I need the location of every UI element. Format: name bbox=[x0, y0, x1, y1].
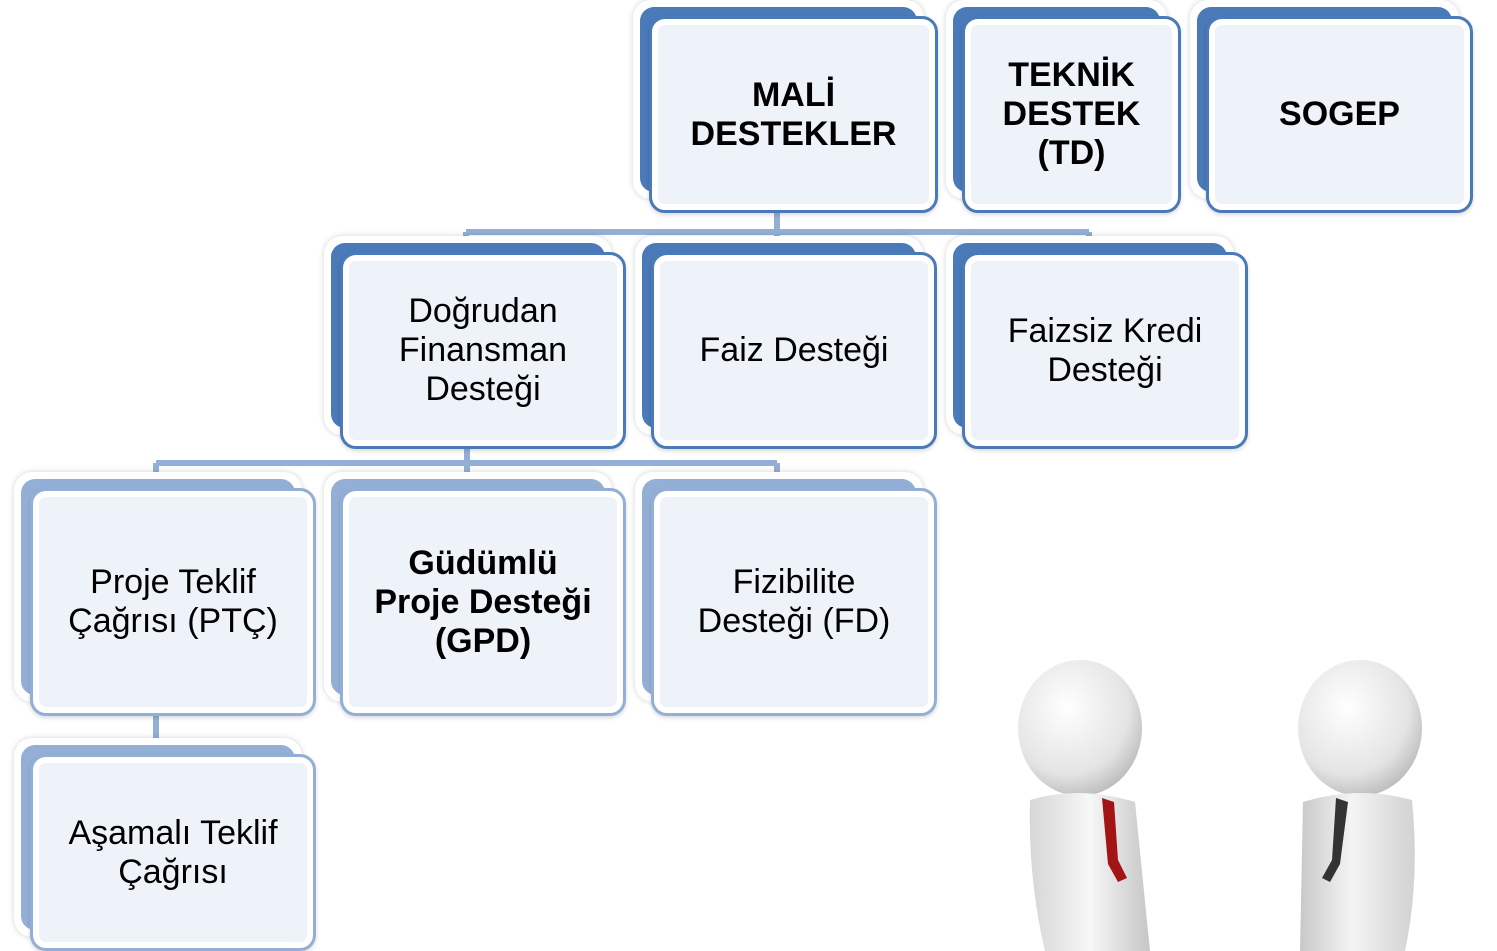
node-faizsiz-kredi: Faizsiz Kredi Desteği bbox=[946, 236, 1248, 449]
node-fizibilite: Fizibilite Desteği (FD) bbox=[635, 472, 937, 716]
node-label: Güdümlü Proje Desteği (GPD) bbox=[374, 543, 592, 660]
node-dogrudan-finansman: Doğrudan Finansman Desteği bbox=[324, 236, 626, 449]
node-teknik-destek: TEKNİK DESTEK (TD) bbox=[946, 0, 1181, 213]
businessman-left bbox=[1018, 660, 1150, 951]
node-label: TEKNİK DESTEK (TD) bbox=[1002, 56, 1141, 172]
node-sogep: SOGEP bbox=[1190, 0, 1473, 213]
node-label: MALİ DESTEKLER bbox=[690, 75, 897, 153]
node-mali-destekler: MALİ DESTEKLER bbox=[633, 0, 938, 213]
node-label: Aşamalı Teklif Çağrısı bbox=[68, 813, 278, 891]
node-label: Doğrudan Finansman Desteği bbox=[398, 292, 568, 408]
node-label: Proje Teklif Çağrısı (PTÇ) bbox=[68, 563, 278, 640]
two-businessmen-icon bbox=[1018, 660, 1422, 951]
businessman-right bbox=[1298, 660, 1422, 951]
node-faiz-destegi: Faiz Desteği bbox=[635, 236, 937, 449]
node-label: SOGEP bbox=[1279, 95, 1400, 133]
node-proje-teklif: Proje Teklif Çağrısı (PTÇ) bbox=[14, 472, 316, 716]
node-label: Faiz Desteği bbox=[699, 331, 889, 369]
node-label: Fizibilite Desteği (FD) bbox=[697, 563, 891, 640]
node-gudumlu-proje: Güdümlü Proje Desteği (GPD) bbox=[324, 472, 626, 716]
node-asamali-teklif: Aşamalı Teklif Çağrısı bbox=[14, 738, 316, 951]
node-label: Faizsiz Kredi Desteği bbox=[1007, 311, 1203, 389]
